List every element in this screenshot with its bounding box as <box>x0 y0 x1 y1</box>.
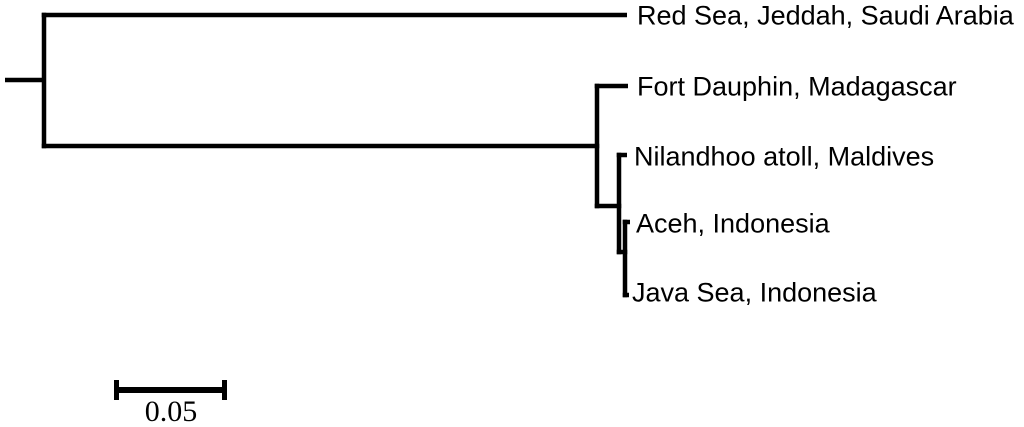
scale-bar-value-label: 0.05 <box>144 395 198 427</box>
taxon-label-red-sea-jeddah-saudi-arabia: Red Sea, Jeddah, Saudi Arabia <box>637 0 1014 31</box>
taxon-label-aceh-indonesia: Aceh, Indonesia <box>636 208 830 239</box>
taxon-label-fort-dauphin-madagascar: Fort Dauphin, Madagascar <box>637 71 957 102</box>
taxon-label-java-sea-indonesia: Java Sea, Indonesia <box>632 277 877 308</box>
taxon-label-nilandhoo-atoll-maldives: Nilandhoo atoll, Maldives <box>634 141 935 172</box>
